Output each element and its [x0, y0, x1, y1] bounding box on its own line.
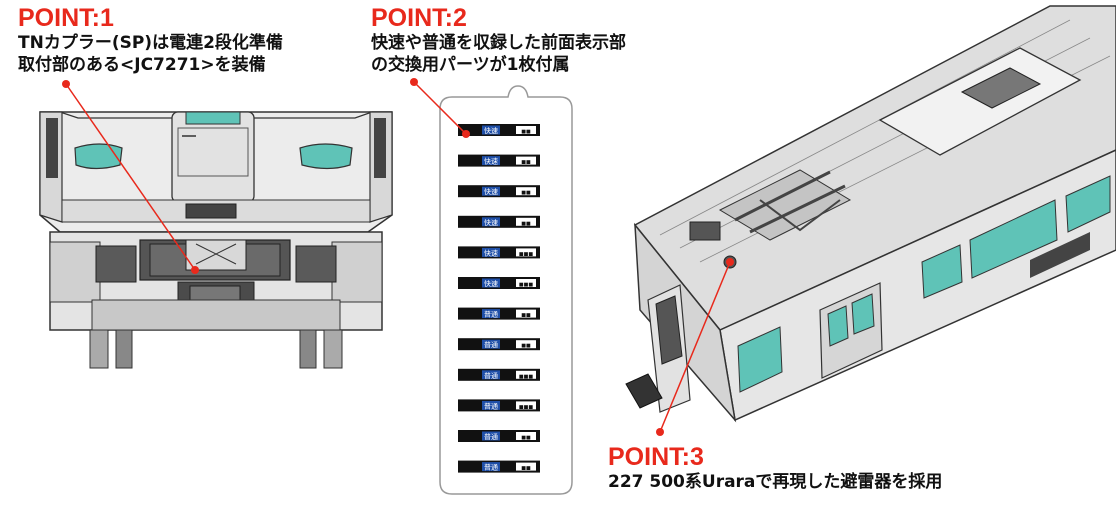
point1-title: POINT:1: [18, 4, 114, 32]
destination-plate: 普通 ■■: [458, 307, 540, 320]
plate-type-label: 快速: [484, 157, 498, 166]
point3-leader-line: [659, 261, 731, 433]
plate-destination-label: ■■■: [519, 282, 533, 288]
plate-type-label: 普通: [484, 401, 498, 410]
plate-destination-label: ■■: [521, 466, 531, 472]
plate-type-label: 普通: [484, 463, 498, 472]
left-headlight: [74, 143, 123, 170]
plate-type-label: 普通: [484, 371, 498, 380]
point2-annotation: POINT:2 快速や普通を収録した前面表示部 の交換用パーツが1枚付属: [371, 4, 626, 76]
destination-plate: 快速 ■■■: [458, 277, 540, 289]
destination-plate: 普通 ■■■: [458, 399, 540, 412]
destination-plate: 普通 ■■: [458, 338, 540, 351]
plate-destination-label: ■■: [521, 129, 531, 135]
plate-destination-label: ■■: [521, 221, 531, 227]
car-roof-illustration: [625, 5, 1116, 423]
plate-destination-label: ■■■: [519, 251, 533, 257]
plate-destination-label: ■■: [521, 160, 531, 166]
point2-title: POINT:2: [371, 4, 467, 32]
plate-destination-label: ■■: [521, 343, 531, 349]
point2-line1: 快速や普通を収録した前面表示部: [371, 33, 626, 53]
destination-plate: 普通 ■■■: [458, 368, 540, 381]
point1-line2: 取付部のある<JC7271>を装備: [18, 55, 266, 75]
plate-destination-label: ■■: [521, 313, 531, 319]
point3-annotation: POINT:3 227 500系Uraraで再現した避雷器を採用: [608, 443, 942, 493]
destination-plate: 快速 ■■: [458, 215, 540, 228]
plate-type-label: 普通: [484, 310, 498, 319]
plate-destination-label: ■■■: [519, 404, 533, 410]
front-window: [185, 111, 241, 125]
point3-line1: 227 500系Uraraで再現した避雷器を採用: [608, 472, 943, 492]
plate-type-label: 普通: [484, 432, 498, 441]
plate-destination-label: ■■■: [519, 374, 533, 380]
destination-plate-sheet: 快速■■快速■■快速■■快速■■快速■■■快速■■■普通■■普通■■普通■■■普…: [439, 85, 573, 495]
destination-plate: 快速 ■■■: [458, 246, 540, 259]
plate-type-label: 快速: [484, 218, 498, 227]
plate-destination-label: ■■: [521, 435, 531, 441]
destination-plate: 快速 ■■: [458, 154, 540, 167]
destination-plate: 快速 ■■: [458, 185, 540, 198]
point1-leader-line: [65, 83, 196, 271]
point2-leader-line: [413, 81, 467, 135]
plate-type-label: 普通: [484, 340, 498, 349]
point1-annotation: POINT:1 TNカプラー(SP)は電連2段化準備 取付部のある<JC7271…: [18, 4, 283, 76]
right-headlight: [299, 143, 353, 170]
destination-plate: 快速 ■■: [458, 124, 540, 136]
destination-plate: 普通 ■■: [458, 460, 540, 473]
point1-line1: TNカプラー(SP)は電連2段化準備: [18, 33, 283, 53]
plate-type-label: 快速: [484, 248, 498, 257]
plate-type-label: 快速: [484, 279, 498, 288]
destination-plate: 普通 ■■: [458, 430, 540, 442]
plate-type-label: 快速: [484, 187, 498, 196]
train-front-illustration: [39, 111, 393, 369]
plate-destination-label: ■■: [521, 190, 531, 196]
plate-type-label: 快速: [484, 126, 498, 135]
point3-title: POINT:3: [608, 443, 704, 471]
point2-line2: の交換用パーツが1枚付属: [371, 55, 570, 75]
point3-leader-dot: [656, 428, 664, 436]
